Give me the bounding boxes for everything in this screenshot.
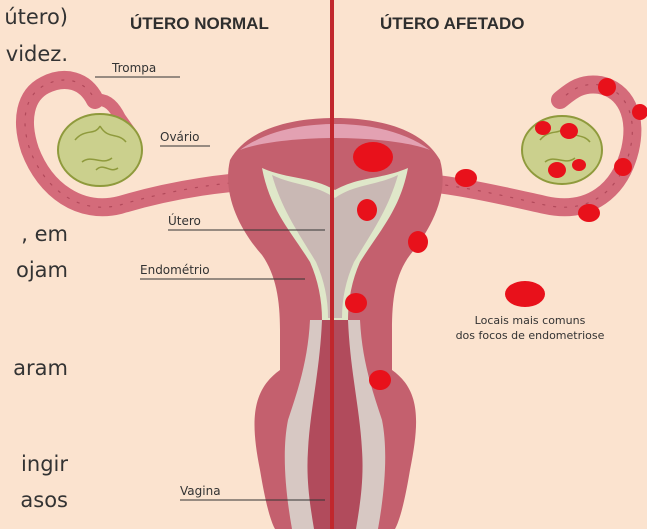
heading-normal-uterus: ÚTERO NORMAL [130, 14, 269, 34]
lesion [345, 293, 367, 313]
left-ovary [58, 114, 142, 186]
lesion [578, 204, 600, 222]
lesion [455, 169, 477, 187]
lesion [548, 162, 566, 178]
legend-lesion-marker [505, 281, 545, 307]
uterus [228, 118, 443, 529]
lesion [560, 123, 578, 139]
label-ovario: Ovário [160, 130, 200, 144]
label-utero: Útero [168, 214, 201, 228]
heading-affected-uterus: ÚTERO AFETADO [380, 14, 525, 34]
lesion [353, 142, 393, 172]
lesion [535, 121, 551, 135]
legend-line-2: dos focos de endometriose [430, 328, 630, 343]
lesion [357, 199, 377, 221]
lesion [572, 159, 586, 171]
lesion [369, 370, 391, 390]
label-vagina: Vagina [180, 484, 221, 498]
label-endometrio: Endométrio [140, 263, 210, 277]
legend-caption: Locais mais comuns dos focos de endometr… [430, 313, 630, 343]
lesion [614, 158, 632, 176]
label-trompa: Trompa [112, 61, 156, 75]
lesion [598, 78, 616, 96]
legend-line-1: Locais mais comuns [430, 313, 630, 328]
lesion [408, 231, 428, 253]
